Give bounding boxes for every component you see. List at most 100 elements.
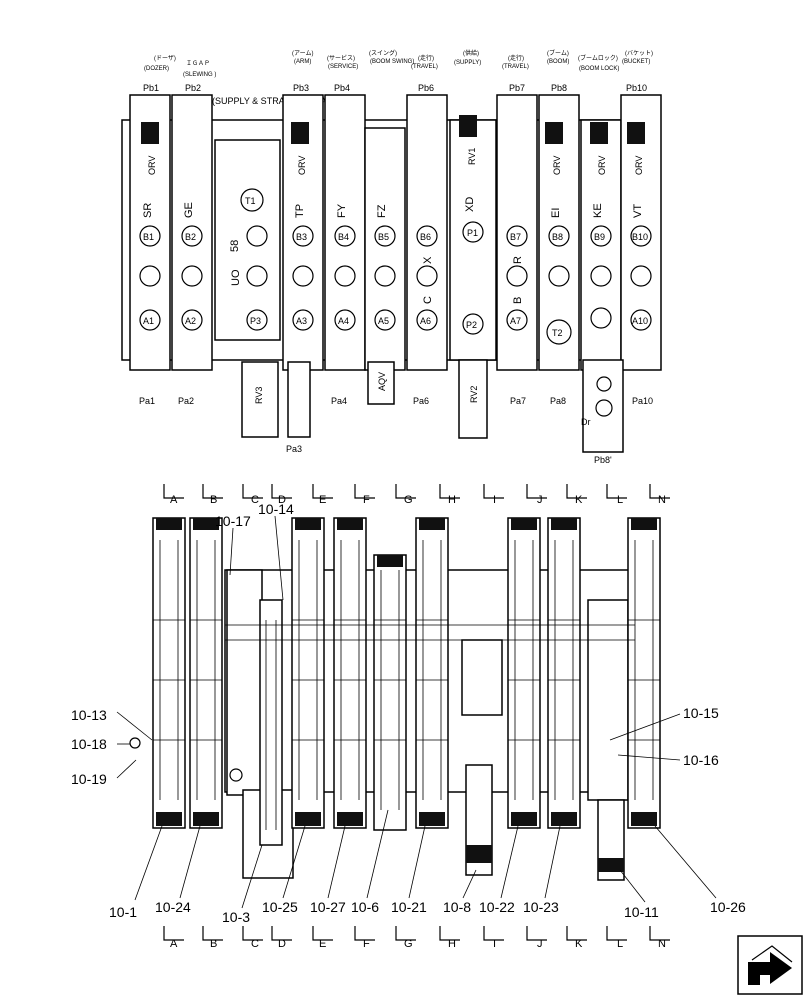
rv2-block bbox=[458, 359, 488, 439]
port-t2: T2 bbox=[552, 328, 563, 338]
port-p3: P3 bbox=[250, 316, 261, 326]
spool-columns bbox=[152, 517, 661, 881]
marker-bot-h: H bbox=[448, 938, 456, 950]
callout-10-15: 10-15 bbox=[683, 705, 719, 721]
marker-bot-j: J bbox=[537, 938, 543, 950]
port-b10: B10 bbox=[632, 232, 648, 242]
marker-top-n: N bbox=[658, 494, 666, 506]
callout-10-6: 10-6 bbox=[351, 899, 379, 915]
next-page-arrow-icon[interactable] bbox=[737, 935, 803, 995]
port-b9: B9 bbox=[594, 232, 605, 242]
port-b2: B2 bbox=[185, 232, 196, 242]
orv-label-9: ORV bbox=[597, 156, 607, 175]
label-travel2-en: (TRAVEL) bbox=[502, 64, 529, 70]
port-pb10: Pb10 bbox=[626, 83, 647, 93]
callout-10-1: 10-1 bbox=[109, 904, 137, 920]
label-swing-en: (BOOM SWING) bbox=[370, 59, 414, 65]
marker-bot-g: G bbox=[404, 938, 413, 950]
label-dr: Dr bbox=[581, 417, 591, 427]
port-b7: B7 bbox=[510, 232, 521, 242]
orv-label-8: ORV bbox=[552, 156, 562, 175]
port-a3: A3 bbox=[296, 316, 307, 326]
port-b3: B3 bbox=[296, 232, 307, 242]
port-pb7: Pb7 bbox=[509, 83, 525, 93]
callout-10-18: 10-18 bbox=[71, 736, 107, 752]
port-a5: A5 bbox=[378, 316, 389, 326]
port-b5: B5 bbox=[378, 232, 389, 242]
port-a2: A2 bbox=[185, 316, 196, 326]
label-service-en: (SERVICE) bbox=[328, 64, 358, 70]
callout-10-21: 10-21 bbox=[391, 899, 427, 915]
spool-caps bbox=[139, 225, 652, 287]
orv-caps bbox=[141, 115, 645, 144]
label-boom-en: (BOOM) bbox=[547, 59, 569, 65]
callout-10-24: 10-24 bbox=[155, 899, 191, 915]
label-travel1-jp: (走行) bbox=[418, 54, 434, 62]
orv-label-1: ORV bbox=[147, 156, 157, 175]
port-a4: A4 bbox=[338, 316, 349, 326]
label-slewing-en: (SLEWING ) bbox=[183, 72, 216, 78]
marker-bot-l: L bbox=[617, 938, 623, 950]
marker-bot-b: B bbox=[210, 938, 217, 950]
callout-10-14: 10-14 bbox=[258, 501, 294, 517]
code-fz: FZ bbox=[376, 204, 388, 218]
marker-top-j: J bbox=[537, 494, 543, 506]
callout-10-27: 10-27 bbox=[310, 899, 346, 915]
port-pa2: Pa2 bbox=[178, 396, 194, 406]
callout-10-3: 10-3 bbox=[222, 909, 250, 925]
label-58: 58 bbox=[229, 240, 241, 252]
b-port-circles bbox=[139, 221, 652, 247]
port-pa8: Pa8 bbox=[550, 396, 566, 406]
orv-lower-block bbox=[287, 361, 311, 438]
callout-10-26: 10-26 bbox=[710, 899, 746, 915]
dr-upper-circle bbox=[596, 376, 612, 392]
label-bucket-en: (BUCKET) bbox=[622, 59, 650, 65]
callout-10-17: 10-17 bbox=[215, 513, 251, 529]
spool-inner-lines bbox=[153, 540, 660, 830]
label-boomlock-jp: (ブームロック) bbox=[578, 54, 618, 62]
label-dozer-en: (DOZER) bbox=[144, 66, 169, 72]
port-pb4: Pb4 bbox=[334, 83, 350, 93]
port-pb2: Pb2 bbox=[185, 83, 201, 93]
marker-bot-n: N bbox=[658, 938, 666, 950]
port-pa4: Pa4 bbox=[331, 396, 347, 406]
port-a1: A1 bbox=[143, 316, 154, 326]
leader-lines bbox=[116, 515, 717, 909]
callout-10-19: 10-19 bbox=[71, 771, 107, 787]
label-boomlock-en: (BOOM LOCK) bbox=[579, 66, 619, 72]
code-vt: VT bbox=[632, 204, 644, 218]
section-markers-bottom: A B C D E F G H I J K L N bbox=[163, 926, 670, 950]
callout-10-8: 10-8 bbox=[443, 899, 471, 915]
aqv-block bbox=[367, 361, 395, 405]
port-a7: A7 bbox=[510, 316, 521, 326]
code-tp: TP bbox=[294, 204, 306, 218]
label-arm-jp: (アーム) bbox=[292, 50, 313, 57]
section-bodies bbox=[129, 94, 662, 371]
callout-10-23: 10-23 bbox=[523, 899, 559, 915]
port-pa7: Pa7 bbox=[510, 396, 526, 406]
port-pb8prime: Pb8' bbox=[594, 455, 612, 465]
label-dozer-jp: (ドーザ) bbox=[154, 55, 176, 62]
code-ei: EI bbox=[550, 208, 562, 218]
label-c: C bbox=[422, 296, 434, 304]
port-pa10: Pa10 bbox=[632, 396, 653, 406]
spool-end-caps bbox=[156, 518, 657, 872]
marker-top-k: K bbox=[575, 494, 583, 506]
marker-top-b: B bbox=[210, 494, 217, 506]
callout-10-16: 10-16 bbox=[683, 752, 719, 768]
dr-circle bbox=[595, 399, 613, 417]
port-t1-circle bbox=[240, 188, 264, 212]
marker-bot-c: C bbox=[251, 938, 259, 950]
marker-bot-f: F bbox=[363, 938, 370, 950]
label-supply-en: (SUPPLY) bbox=[454, 60, 481, 66]
code-xd: XD bbox=[464, 197, 476, 212]
marker-bot-d: D bbox=[278, 938, 286, 950]
aqv-label: AQV bbox=[377, 372, 387, 391]
port-b8: B8 bbox=[552, 232, 563, 242]
label-supply-straight: (SUPPLY & STRAIGHT TRAVEL bbox=[212, 96, 343, 106]
label-slewing-jp: ＩＧＡＰ bbox=[186, 60, 210, 67]
label-uo: UO bbox=[230, 269, 242, 286]
port-b6: B6 bbox=[420, 232, 431, 242]
label-travel1-en: (TRAVEL) bbox=[411, 64, 438, 70]
top-view: (ドーザ) (DOZER) ＩＧＡＰ (SLEWING ) (アーム) (ARM… bbox=[121, 49, 662, 465]
